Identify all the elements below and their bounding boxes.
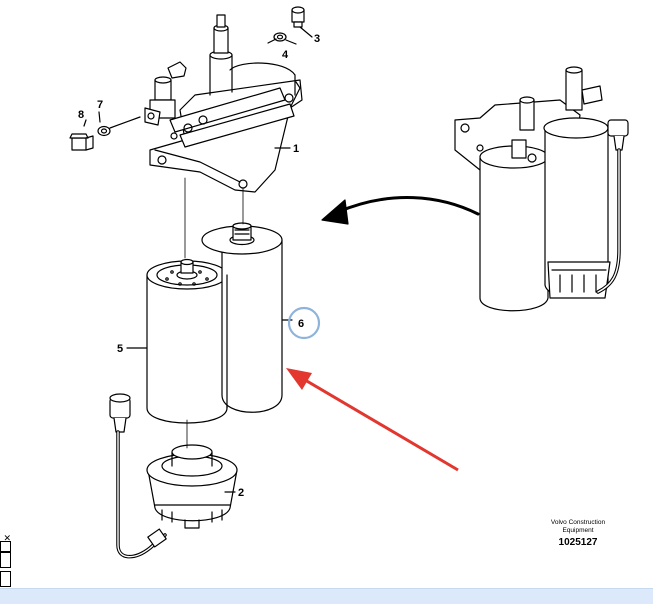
bottom-bar <box>0 588 653 604</box>
callout-3: 3 <box>314 33 320 45</box>
view-arrow <box>336 196 480 216</box>
callout-8: 8 <box>78 109 84 121</box>
drawing-number: 1025127 <box>559 537 598 548</box>
assembled-filter-unit <box>454 66 629 312</box>
callout-1: 1 <box>293 143 299 155</box>
close-button[interactable]: ✕ <box>0 535 11 552</box>
water-separator-bowl-2 <box>146 444 238 529</box>
washer-7 <box>97 125 111 137</box>
frame-toggle-a[interactable] <box>0 552 11 568</box>
parts-diagram: 1 2 3 4 5 6 7 8 Volvo Construction Equip… <box>69 6 629 559</box>
red-pointer-arrow <box>286 368 459 472</box>
callout-7: 7 <box>97 99 103 111</box>
credit-line-1: Volvo Construction <box>551 519 606 526</box>
fuel-filter-5 <box>146 258 228 424</box>
fuel-filter-6 <box>201 222 283 413</box>
close-icon: ✕ <box>3 534 11 544</box>
callout-6: 6 <box>298 318 304 330</box>
frame-toggle-b[interactable] <box>0 571 11 587</box>
plug-8 <box>69 133 94 151</box>
sensor-cable <box>109 393 167 559</box>
callout-2: 2 <box>238 487 244 499</box>
credit-line-2: Equipment <box>562 527 593 534</box>
highlight-circle <box>287 306 321 340</box>
filter-head-bracket <box>144 14 303 193</box>
callout-4: 4 <box>282 49 289 61</box>
washer-4 <box>273 32 287 42</box>
plug-3 <box>291 6 305 28</box>
callout-5: 5 <box>117 343 123 355</box>
